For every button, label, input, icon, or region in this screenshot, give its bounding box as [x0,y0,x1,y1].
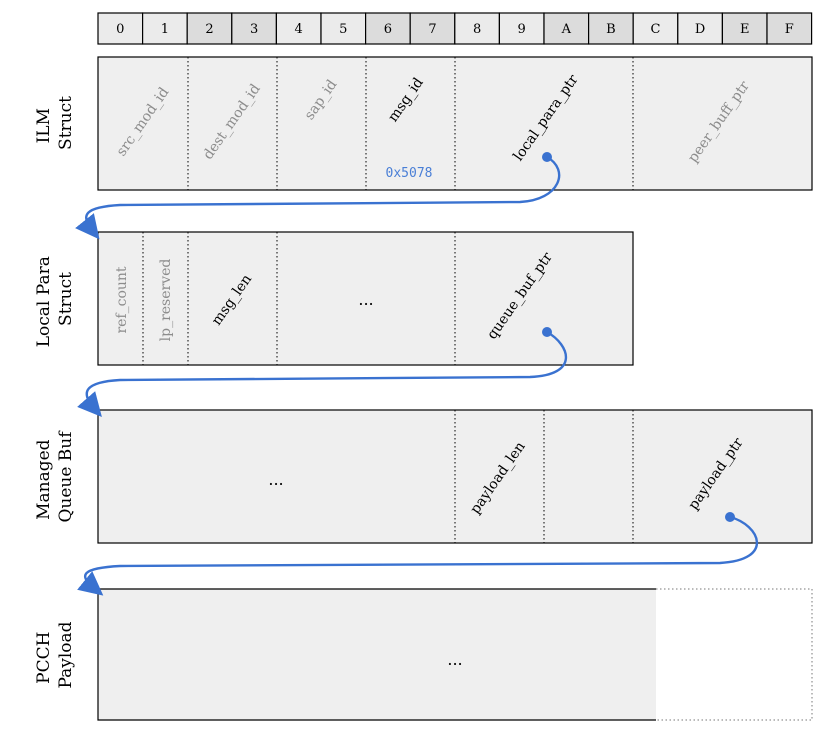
hex-cell [454,12,500,45]
row-label-local-para: Local Para Struct [34,251,76,348]
row-label-ilm: ILM Struct [34,96,76,150]
ellipsis: ... [358,290,373,309]
hex-cell-label: 2 [205,22,213,37]
row-label-managed-queue: Managed Queue Buf [34,430,76,523]
managed-queue-buf-box [97,409,813,544]
hex-cell [632,12,679,45]
hex-cell [97,12,144,45]
hex-cell-label: 3 [250,22,258,37]
ellipsis: ... [268,470,283,489]
hex-cell [275,12,322,45]
local-para-struct-box [97,231,634,366]
hex-cell-label: C [651,22,661,37]
hex-cell [766,12,813,45]
ilm-struct-row: src_mod_id dest_mod_id sap_id msg_id 0x5… [34,56,813,191]
arrow-to-local-para [75,155,561,240]
arrow-to-managed-queue [77,330,568,418]
field-ref-count: ref_count [114,266,130,333]
hex-cell-label: 7 [428,22,436,37]
payload-continuation-outline [656,588,813,721]
local-para-struct-row: ref_count lp_reserved msg_len ... queue_… [34,231,634,366]
hex-cell-label: 4 [295,22,303,37]
field-lp-reserved: lp_reserved [158,259,174,342]
pcch-payload-fill [98,589,656,720]
hex-cell-label: 0 [116,22,124,37]
hex-cell [320,12,367,45]
hex-cell-label: E [740,22,750,37]
hex-cell-label: 6 [384,22,392,37]
hex-cell [365,12,411,45]
ellipsis: ... [447,650,462,669]
hex-cell-label: A [561,22,572,37]
hex-cell [677,12,723,45]
managed-queue-buf-row: ... payload_len payload_ptr Managed Queu… [34,409,813,544]
hex-cell [409,12,456,45]
hex-cell [142,12,188,45]
ilm-struct-box [97,56,813,191]
pcch-payload-box [97,588,656,721]
hex-cell-label: 9 [518,22,526,37]
hex-cell-label: D [695,22,705,37]
hex-cell [587,12,634,45]
hex-offset-header: 0 1 2 3 4 5 6 7 8 9 A B C D E F [97,12,813,45]
pointer-arrows [75,152,759,596]
arrow-to-pcch-payload [77,515,759,596]
hex-cell [186,12,233,45]
row-label-pcch: PCCH Payload [34,621,76,688]
hex-cell-label: 8 [473,22,481,37]
hex-cell-label: F [785,22,794,37]
hex-cell [498,12,545,45]
hex-cell-label: 1 [161,22,169,37]
hex-cell-label: 5 [339,22,347,37]
hex-cell-label: B [606,22,616,37]
pcch-payload-row: ... PCCH Payload [34,588,813,721]
msg-id-value: 0x5078 [386,166,433,181]
